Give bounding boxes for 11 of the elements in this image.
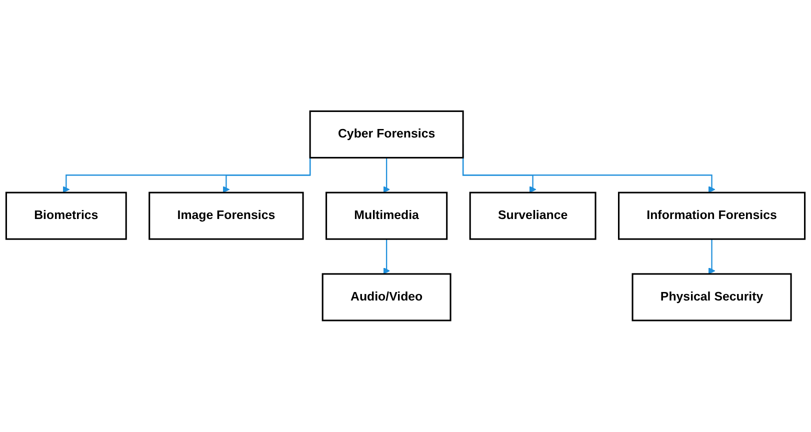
node-box: Surveliance bbox=[469, 192, 596, 240]
node-box: Biometrics bbox=[5, 192, 127, 240]
node-box: Cyber Forensics bbox=[309, 110, 464, 159]
arrow bbox=[383, 158, 390, 194]
node-box: Information Forensics bbox=[618, 192, 806, 240]
arrow bbox=[383, 239, 390, 274]
node-box: Physical Security bbox=[632, 273, 792, 322]
node-box: Image Forensics bbox=[148, 192, 304, 240]
arrow bbox=[708, 239, 716, 274]
node-box: Multimedia bbox=[326, 192, 448, 240]
node-box: Audio/Video bbox=[322, 273, 452, 322]
